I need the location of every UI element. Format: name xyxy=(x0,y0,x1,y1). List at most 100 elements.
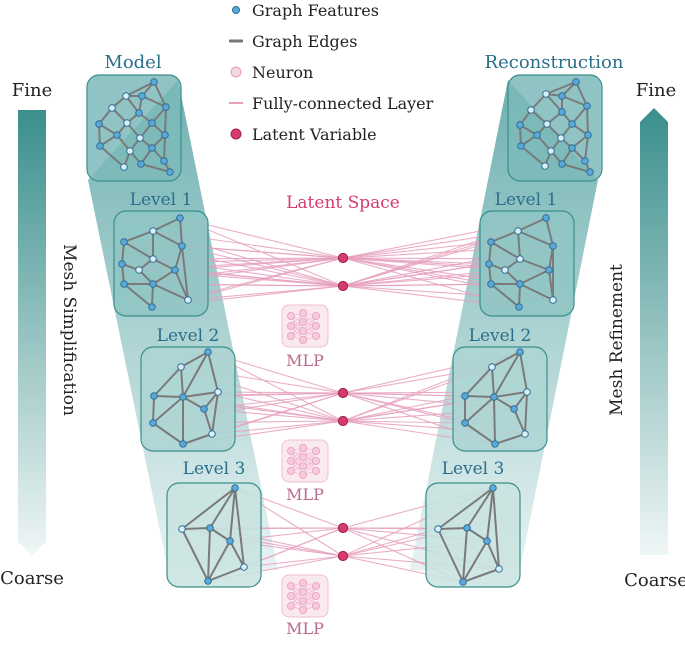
left-level-1-graph-node-4 xyxy=(149,255,157,263)
mlp-label-3: MLP xyxy=(286,619,324,638)
right-level-2-graph-node-3 xyxy=(490,393,498,401)
left-level-2-graph-edge-7 xyxy=(182,396,205,410)
right-level-2-graph-edge-4 xyxy=(493,351,521,398)
left-level-3-graph-edge-5 xyxy=(209,527,231,542)
right-level-1-graph-edge-13 xyxy=(490,283,520,308)
legend-latent-label: Latent Variable xyxy=(252,125,377,144)
left-level-2-graph-edge-4 xyxy=(182,351,209,398)
mlp-2-conn xyxy=(290,447,304,472)
mlp-label-2: MLP xyxy=(286,485,324,504)
fc-line-r1-7-0 xyxy=(342,257,506,271)
left-level-1-graph-edge-5 xyxy=(174,245,183,271)
left-level-1-graph-node-6 xyxy=(171,266,179,274)
mlp-2-neuron-0-2 xyxy=(286,466,295,475)
reconstruction-graph-node-2 xyxy=(558,92,566,100)
left-level-3-graph-node-2 xyxy=(206,524,214,532)
right-level-3-graph-node-3 xyxy=(483,537,491,545)
right-level-3-graph-edge-3 xyxy=(492,487,500,570)
mlp-2-neuron-1-1 xyxy=(298,452,307,461)
model-title: Model xyxy=(104,52,161,73)
left-level-1-graph-edge-11 xyxy=(152,269,176,285)
left-level-3-graph-edge-2 xyxy=(229,487,236,542)
reconstruction-graph-node-10 xyxy=(557,134,565,142)
model-graph-node-4 xyxy=(108,104,116,112)
model-graph-edge-32 xyxy=(164,106,167,136)
mlp-2-neuron-0-0 xyxy=(286,446,295,455)
right-level-1-graph-node-8 xyxy=(487,280,495,288)
reconstruction-graph-node-12 xyxy=(517,142,525,150)
right-level-3-graph-edge-7 xyxy=(462,527,468,583)
legend-latent-icon xyxy=(230,128,242,140)
left-level-2-graph-edge-1 xyxy=(153,366,182,397)
right-level-3-graph xyxy=(434,484,503,586)
legend-neuron-label: Neuron xyxy=(252,63,313,82)
legend-edges-label: Graph Edges xyxy=(252,32,357,51)
right-arrow-refinement xyxy=(640,108,668,555)
model-graph-node-7 xyxy=(123,119,131,127)
model-graph-edge-0 xyxy=(125,81,155,97)
right-level-3-graph-edge-10 xyxy=(462,568,500,583)
left-level-2-graph-node-5 xyxy=(200,405,208,413)
left-level-3-graph-edge-1 xyxy=(209,487,236,529)
right-level-2-graph-node-0 xyxy=(516,348,524,356)
left-level-1-graph-edge-2 xyxy=(179,217,183,247)
right-level-1-graph-node-5 xyxy=(485,260,493,268)
left-level-3-graph-edge-8 xyxy=(207,540,231,582)
reconstruction-graph-edge-7 xyxy=(561,95,588,107)
mlp-2-neuron-1-3 xyxy=(298,470,307,479)
mlp-1-neuron-1-2 xyxy=(298,326,307,335)
right-level-1-graph-node-11 xyxy=(515,303,523,311)
mlp-1-conn xyxy=(290,312,304,337)
left-level-3-graph-edge-3 xyxy=(234,487,245,568)
model-graph-node-18 xyxy=(166,168,174,176)
mlp-3-neuron-0-1 xyxy=(286,592,295,601)
left-arrow-simplification xyxy=(18,110,46,556)
mlp-1-neuron-0-1 xyxy=(286,321,295,330)
reconstruction-graph-node-7 xyxy=(543,120,551,128)
mlp-3-neuron-2-2 xyxy=(311,602,320,611)
latent-node-0-0 xyxy=(337,252,349,264)
right-level-3-graph-edge-5 xyxy=(466,527,488,542)
right-level-2-graph-node-6 xyxy=(461,419,469,427)
fc-line-r3-1-1 xyxy=(342,528,439,557)
left-level-1-graph-node-8 xyxy=(120,280,128,288)
mlp-1-neuron-1-0 xyxy=(298,308,307,317)
left-level-1-graph-edge-0 xyxy=(152,217,181,232)
left-level-3-graph-node-0 xyxy=(231,484,239,492)
right-level-1-graph-edge-0 xyxy=(517,217,547,232)
right-level-1-graph-edge-15 xyxy=(519,283,554,301)
mlp-1-neuron-1-3 xyxy=(298,335,307,344)
right-arrow-top-label: Fine xyxy=(636,80,677,101)
reconstruction-graph-edge-25 xyxy=(520,145,546,167)
right-level-3-graph-node-1 xyxy=(434,525,442,533)
right-level-1-graph-edge-3 xyxy=(517,230,521,260)
right-level-3-graph-node-5 xyxy=(459,578,467,586)
right-level-1-graph-edge-18 xyxy=(517,230,554,247)
left-level-1-graph-edge-15 xyxy=(152,283,189,301)
right-level-2-graph-edge-5 xyxy=(493,391,528,398)
left-level-1-graph-node-0 xyxy=(176,214,184,222)
fc-line-r1-5-1 xyxy=(342,263,490,287)
right-level-2-graph-edge-15 xyxy=(464,395,495,398)
left-level-2-graph-edge-3 xyxy=(207,351,219,393)
left-level-2-graph-edge-10 xyxy=(203,408,213,435)
right-level-1-graph-node-9 xyxy=(516,280,524,288)
mlp-3-conn xyxy=(302,585,317,611)
right-level-1-graph-edge-1 xyxy=(490,230,519,243)
left-level-1-graph xyxy=(118,214,192,311)
mlp-2-conn xyxy=(302,447,317,472)
reconstruction-title: Reconstruction xyxy=(485,52,624,73)
fc-line-r1-2-0 xyxy=(342,241,492,259)
mlp-3-neuron-2-0 xyxy=(311,582,320,591)
reconstruction-graph-node-6 xyxy=(516,121,524,129)
right-level-1-graph-edge-11 xyxy=(519,269,550,285)
mlp-1-neuron-0-2 xyxy=(286,331,295,340)
right-level-1-graph-node-4 xyxy=(516,255,524,263)
left-level-1-graph-node-11 xyxy=(148,303,156,311)
mlp-1-neuron-2-0 xyxy=(311,311,320,320)
model-graph-edge-25 xyxy=(99,145,125,168)
latent-space-title: Latent Space xyxy=(286,193,400,213)
right-level-3-graph-edge-4 xyxy=(437,527,468,530)
